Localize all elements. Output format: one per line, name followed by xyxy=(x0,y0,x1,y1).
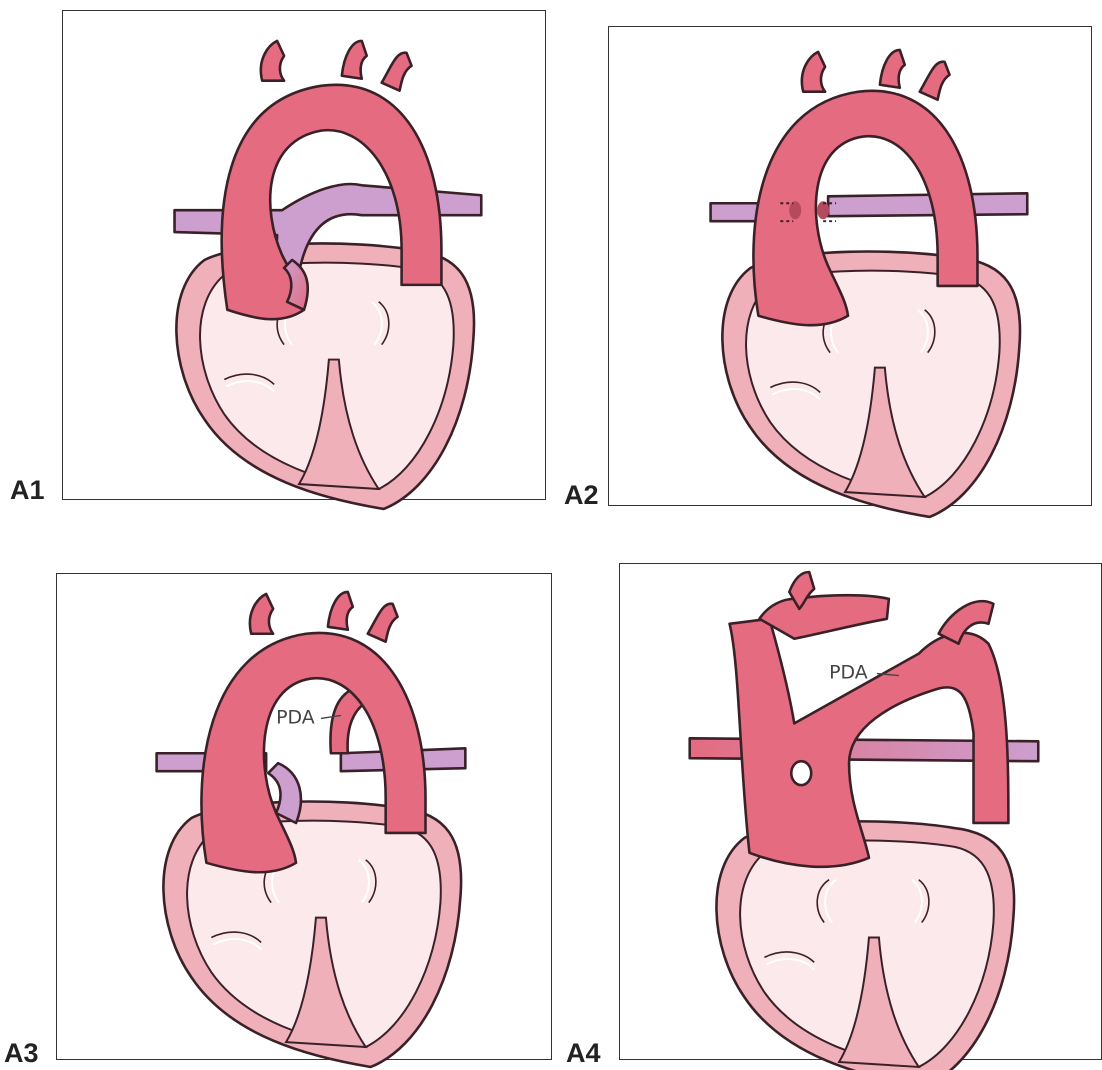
aortic-branch xyxy=(342,41,367,79)
panel-a3: PDA xyxy=(56,573,552,1060)
panel-a2 xyxy=(608,26,1092,506)
panel-label-a3: A3 xyxy=(4,1040,39,1067)
diagram-a2 xyxy=(609,27,1091,505)
aortic-branch xyxy=(328,592,353,630)
pda-label: PDA xyxy=(276,706,315,728)
panel-a1 xyxy=(62,10,546,500)
aortic-branch xyxy=(920,62,950,100)
aortic-branch xyxy=(250,594,273,634)
aortic-branch xyxy=(880,50,905,88)
aortic-branch xyxy=(261,41,284,81)
aortic-branch xyxy=(368,604,398,642)
shunt-opening xyxy=(789,201,801,219)
diagram-a4: PDA xyxy=(620,564,1101,1059)
diagram-a1 xyxy=(63,11,545,499)
vessel-opening xyxy=(791,761,811,785)
panel-label-a2: A2 xyxy=(564,482,599,509)
aortic-branch xyxy=(382,53,412,91)
pda-label: PDA xyxy=(829,662,868,684)
panel-a4: PDA xyxy=(619,563,1102,1060)
pulmonary-artery-right xyxy=(828,193,1027,216)
diagram-a3: PDA xyxy=(57,574,551,1059)
panel-label-a4: A4 xyxy=(566,1040,601,1067)
panel-label-a1: A1 xyxy=(10,477,45,504)
aortic-branch xyxy=(759,595,888,639)
aortic-branch xyxy=(802,52,825,92)
